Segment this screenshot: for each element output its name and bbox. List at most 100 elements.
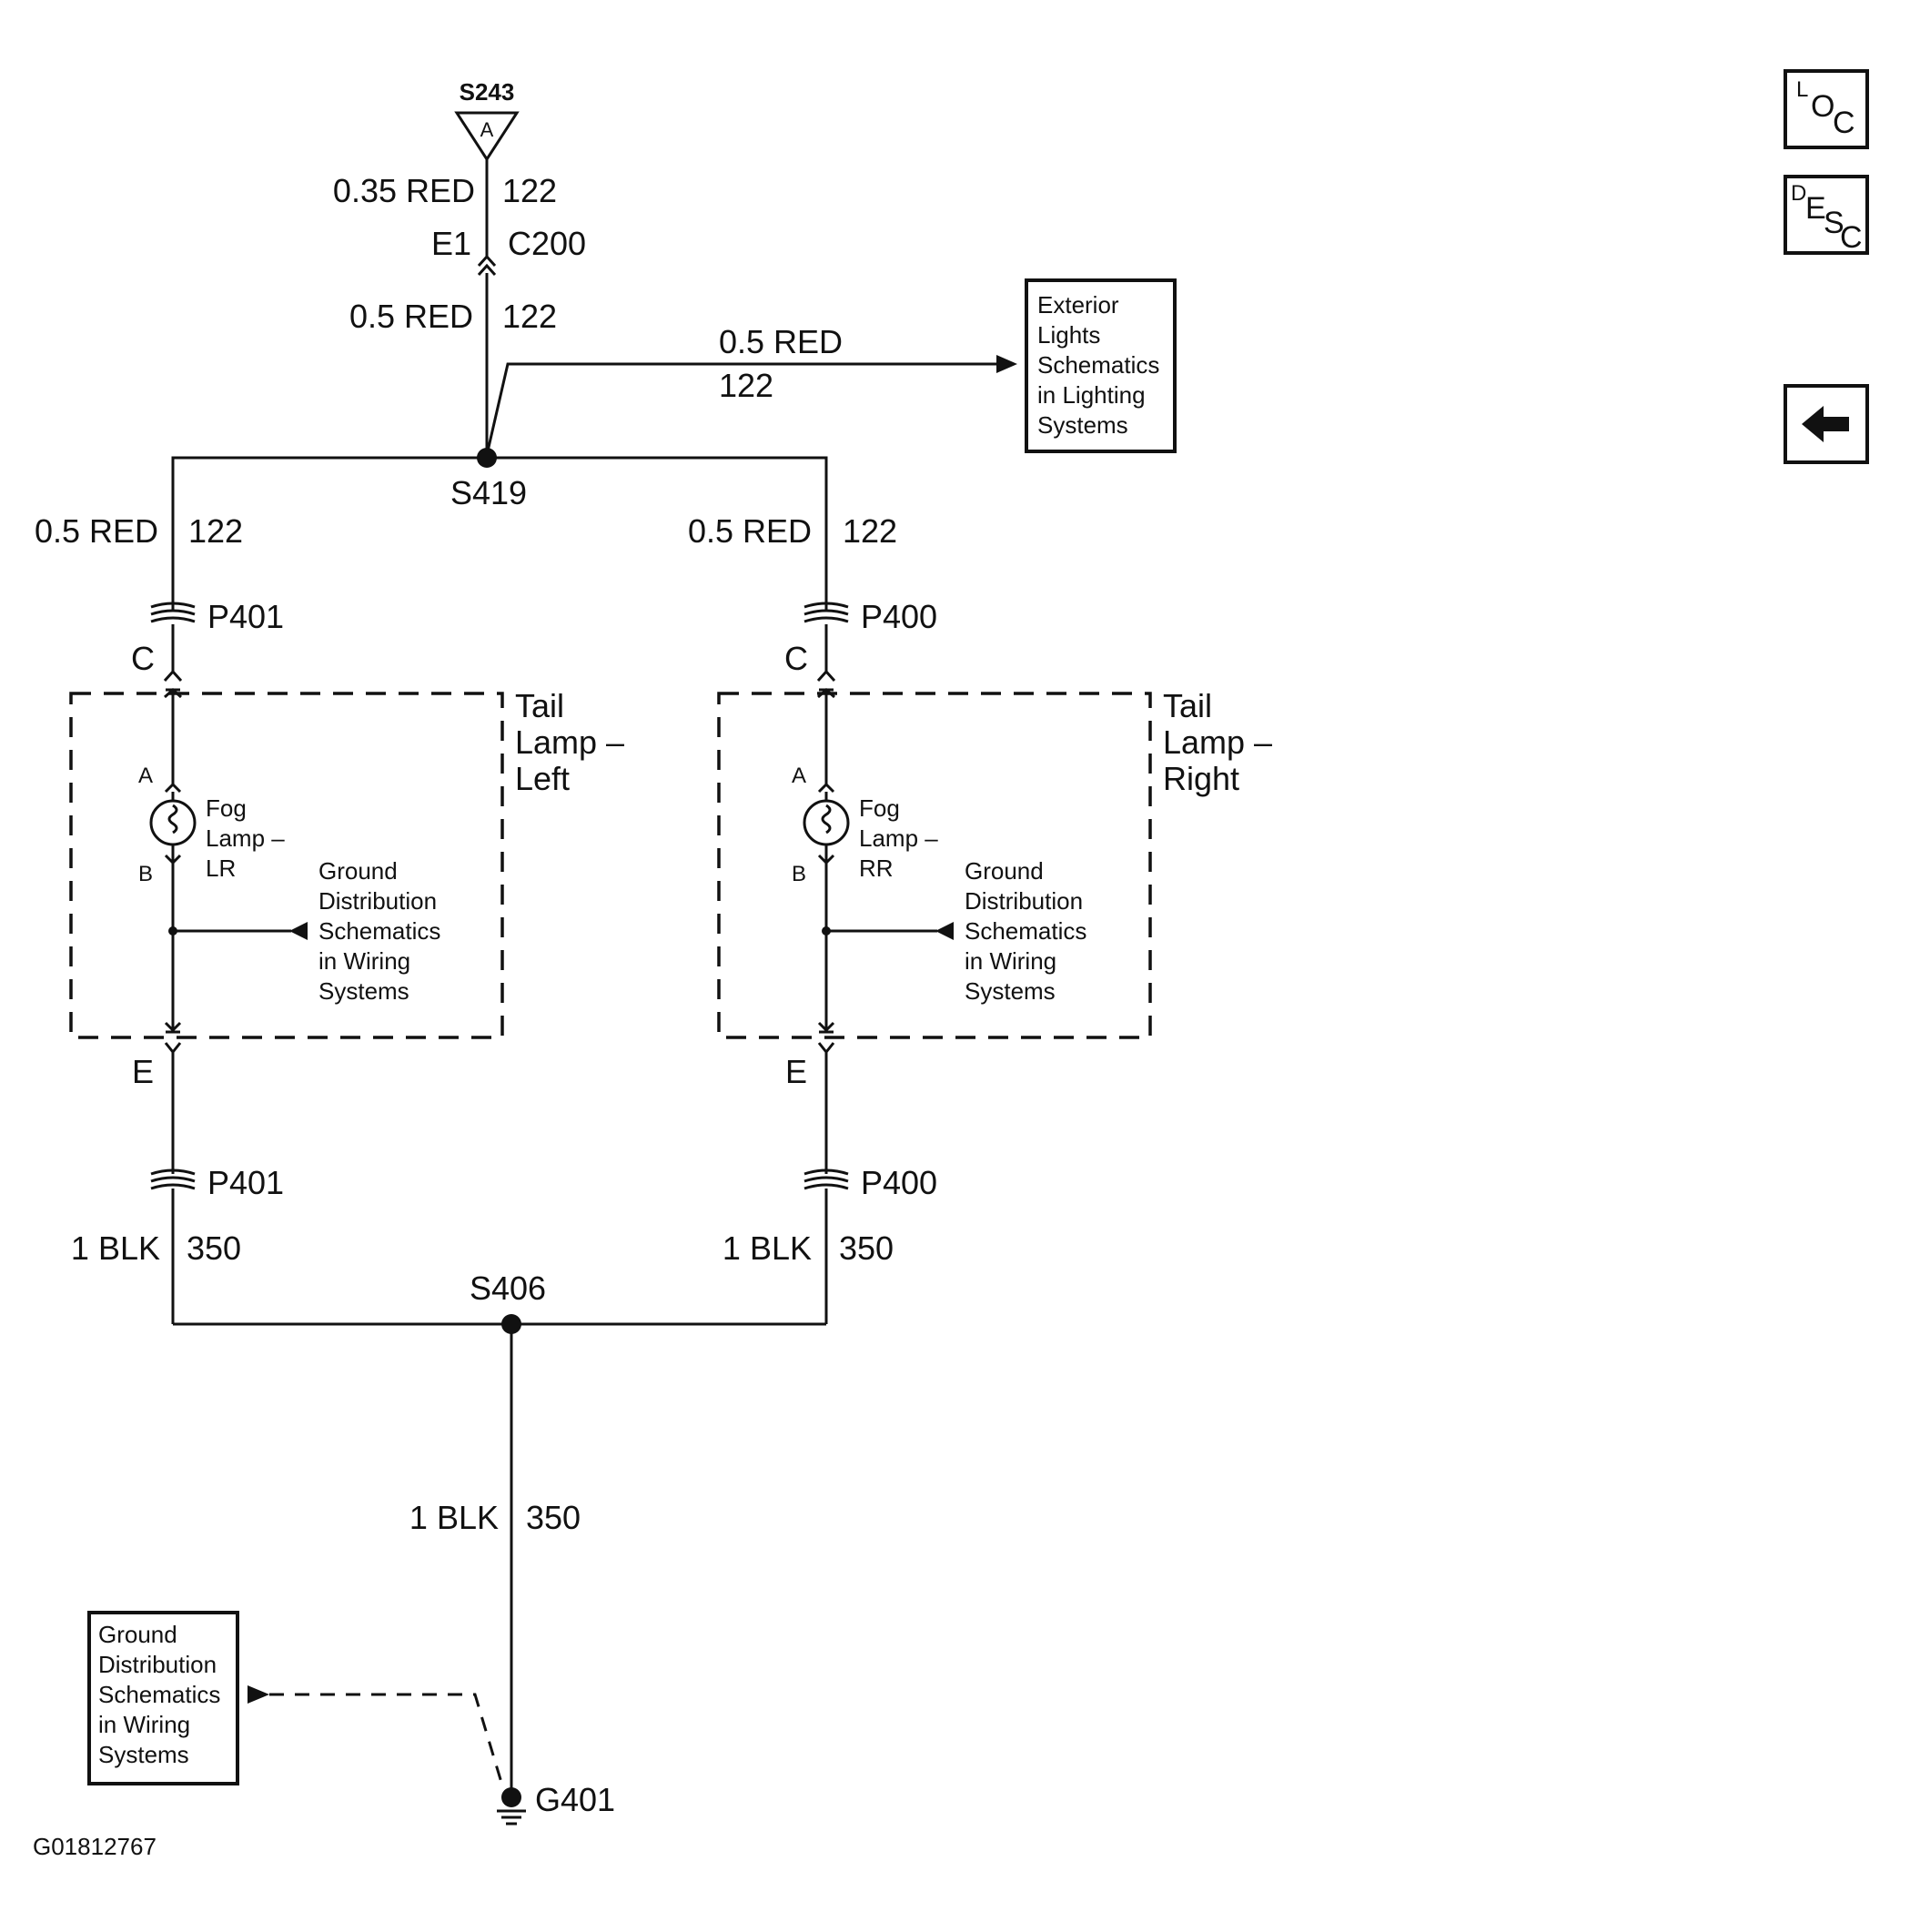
ground-g401-label: G401 — [535, 1781, 615, 1818]
svg-text:Lamp –: Lamp – — [859, 824, 938, 852]
loc-button[interactable]: L O C — [1784, 69, 1869, 149]
right-wire-out-circuit: 350 — [839, 1229, 894, 1267]
right-conn-top-name: P400 — [861, 598, 937, 635]
left-wire-in-color: 0.5 RED — [35, 512, 158, 550]
svg-text:Ground: Ground — [318, 857, 398, 885]
left-wire-out-circuit: 350 — [187, 1229, 241, 1267]
splice-s243-pin: A — [480, 118, 494, 141]
svg-text:Fog: Fog — [859, 794, 900, 822]
svg-text:Systems: Systems — [965, 977, 1056, 1005]
svg-text:Schematics: Schematics — [1037, 351, 1159, 379]
splice-s243-label: S243 — [460, 78, 515, 106]
wire-top-color: 0.35 RED — [333, 172, 475, 209]
left-pin-c-symbol — [163, 669, 183, 683]
wire-top-circuit: 122 — [502, 172, 557, 209]
ground-ref-box[interactable] — [87, 1611, 239, 1785]
wire-branch-exterior — [485, 362, 996, 456]
svg-text:in Wiring: in Wiring — [318, 947, 410, 975]
left-bulb-pin-a-symbol — [164, 782, 182, 794]
right-conn-bottom-name: P400 — [861, 1164, 937, 1201]
back-button[interactable] — [1784, 384, 1869, 464]
svg-text:Lamp –: Lamp – — [1163, 723, 1272, 761]
right-bulb-pin-a-symbol — [817, 782, 835, 794]
right-bulb-pin-b-symbol — [817, 854, 835, 865]
left-connector-p401-top — [150, 602, 196, 623]
figure-id: G01812767 — [33, 1833, 157, 1860]
ground-ref-box-text: Ground Distribution Schematics in Wiring… — [98, 1621, 220, 1768]
svg-text:Right: Right — [1163, 760, 1239, 797]
exterior-lights-ref-box[interactable] — [1025, 278, 1177, 453]
svg-text:LR: LR — [206, 855, 236, 882]
tail-lamp-left-label: Tail Lamp – Left — [515, 687, 624, 797]
right-conn-bottom-pin: E — [785, 1053, 807, 1090]
right-connector-p400-top — [803, 602, 849, 623]
svg-text:Systems: Systems — [98, 1741, 189, 1768]
desc-letter-e: E — [1805, 191, 1826, 226]
wire-upper-circuit: 122 — [502, 298, 557, 335]
loc-letter-c: C — [1833, 106, 1855, 140]
left-conn-top-name: P401 — [207, 598, 284, 635]
right-fog-lamp-label: Fog Lamp – RR — [859, 794, 938, 882]
connector-c200-symbol-2 — [477, 263, 497, 277]
wire-branch-color: 0.5 RED — [719, 323, 843, 360]
left-bulb-pin-b: B — [138, 862, 153, 886]
svg-text:Ground: Ground — [98, 1621, 177, 1648]
left-ground-tap-arrow — [289, 922, 308, 940]
left-wire-out-color: 1 BLK — [71, 1229, 160, 1267]
tail-lamp-right-box — [717, 692, 1152, 1039]
desc-button[interactable]: D E S C — [1784, 175, 1869, 255]
connector-c200-pin: E1 — [431, 225, 471, 262]
right-connector-p400-bottom — [803, 1168, 849, 1190]
splice-s419-label: S419 — [450, 474, 527, 511]
splice-s406-label: S406 — [470, 1269, 546, 1307]
exterior-lights-ref-text: Exterior Lights Schematics in Lighting S… — [1037, 291, 1159, 439]
left-wire-in-circuit: 122 — [188, 512, 243, 550]
svg-text:Systems: Systems — [318, 977, 409, 1005]
left-conn-bottom-name: P401 — [207, 1164, 284, 1201]
splice-s243-triangle — [454, 111, 520, 162]
svg-text:Tail: Tail — [515, 687, 564, 724]
ground-g401-dot — [501, 1787, 521, 1807]
right-wire-in-circuit: 122 — [843, 512, 897, 550]
svg-text:Lights: Lights — [1037, 321, 1100, 349]
wire-ground-circuit: 350 — [526, 1499, 581, 1536]
wire-branch-circuit: 122 — [719, 367, 773, 404]
left-pin-e-symbol-2 — [164, 1042, 182, 1055]
svg-text:Tail: Tail — [1163, 687, 1212, 724]
left-ground-ref-text: Ground Distribution Schematics in Wiring… — [318, 857, 440, 1005]
wire-upper-color: 0.5 RED — [349, 298, 473, 335]
right-pin-e-symbol-2 — [817, 1042, 835, 1055]
ground-symbol-icon — [497, 1809, 526, 1826]
right-bulb-pin-b: B — [792, 862, 806, 886]
svg-text:in Lighting: in Lighting — [1037, 381, 1146, 409]
left-bulb-pin-a: A — [138, 764, 153, 788]
desc-letter-c: C — [1840, 220, 1863, 255]
wire-ground-color: 1 BLK — [409, 1499, 499, 1536]
svg-text:Schematics: Schematics — [965, 917, 1086, 945]
svg-text:Left: Left — [515, 760, 570, 797]
svg-text:Exterior: Exterior — [1037, 291, 1119, 319]
right-bulb-pin-a: A — [792, 764, 806, 788]
svg-text:Distribution: Distribution — [965, 887, 1083, 915]
svg-text:Distribution: Distribution — [318, 887, 437, 915]
svg-text:Schematics: Schematics — [318, 917, 440, 945]
connector-c200-symbol — [477, 254, 497, 268]
right-pin-c-symbol — [816, 669, 836, 683]
connector-c200-name: C200 — [508, 225, 586, 262]
right-fog-lamp-filament — [821, 804, 832, 835]
svg-text:in Wiring: in Wiring — [98, 1711, 190, 1738]
svg-text:RR: RR — [859, 855, 894, 882]
svg-text:Lamp –: Lamp – — [515, 723, 624, 761]
svg-text:in Wiring: in Wiring — [965, 947, 1056, 975]
left-fog-lamp-filament — [167, 804, 178, 835]
svg-text:Distribution: Distribution — [98, 1651, 217, 1678]
left-pin-e-symbol — [164, 1021, 182, 1033]
left-conn-bottom-pin: E — [132, 1053, 154, 1090]
right-wire-out-color: 1 BLK — [723, 1229, 812, 1267]
splice-s419-dot — [477, 448, 497, 468]
tail-lamp-right-label: Tail Lamp – Right — [1163, 687, 1272, 797]
left-bulb-pin-b-symbol — [164, 854, 182, 865]
svg-text:Fog: Fog — [206, 794, 247, 822]
svg-text:Schematics: Schematics — [98, 1681, 220, 1708]
desc-letter-d: D — [1791, 181, 1806, 206]
